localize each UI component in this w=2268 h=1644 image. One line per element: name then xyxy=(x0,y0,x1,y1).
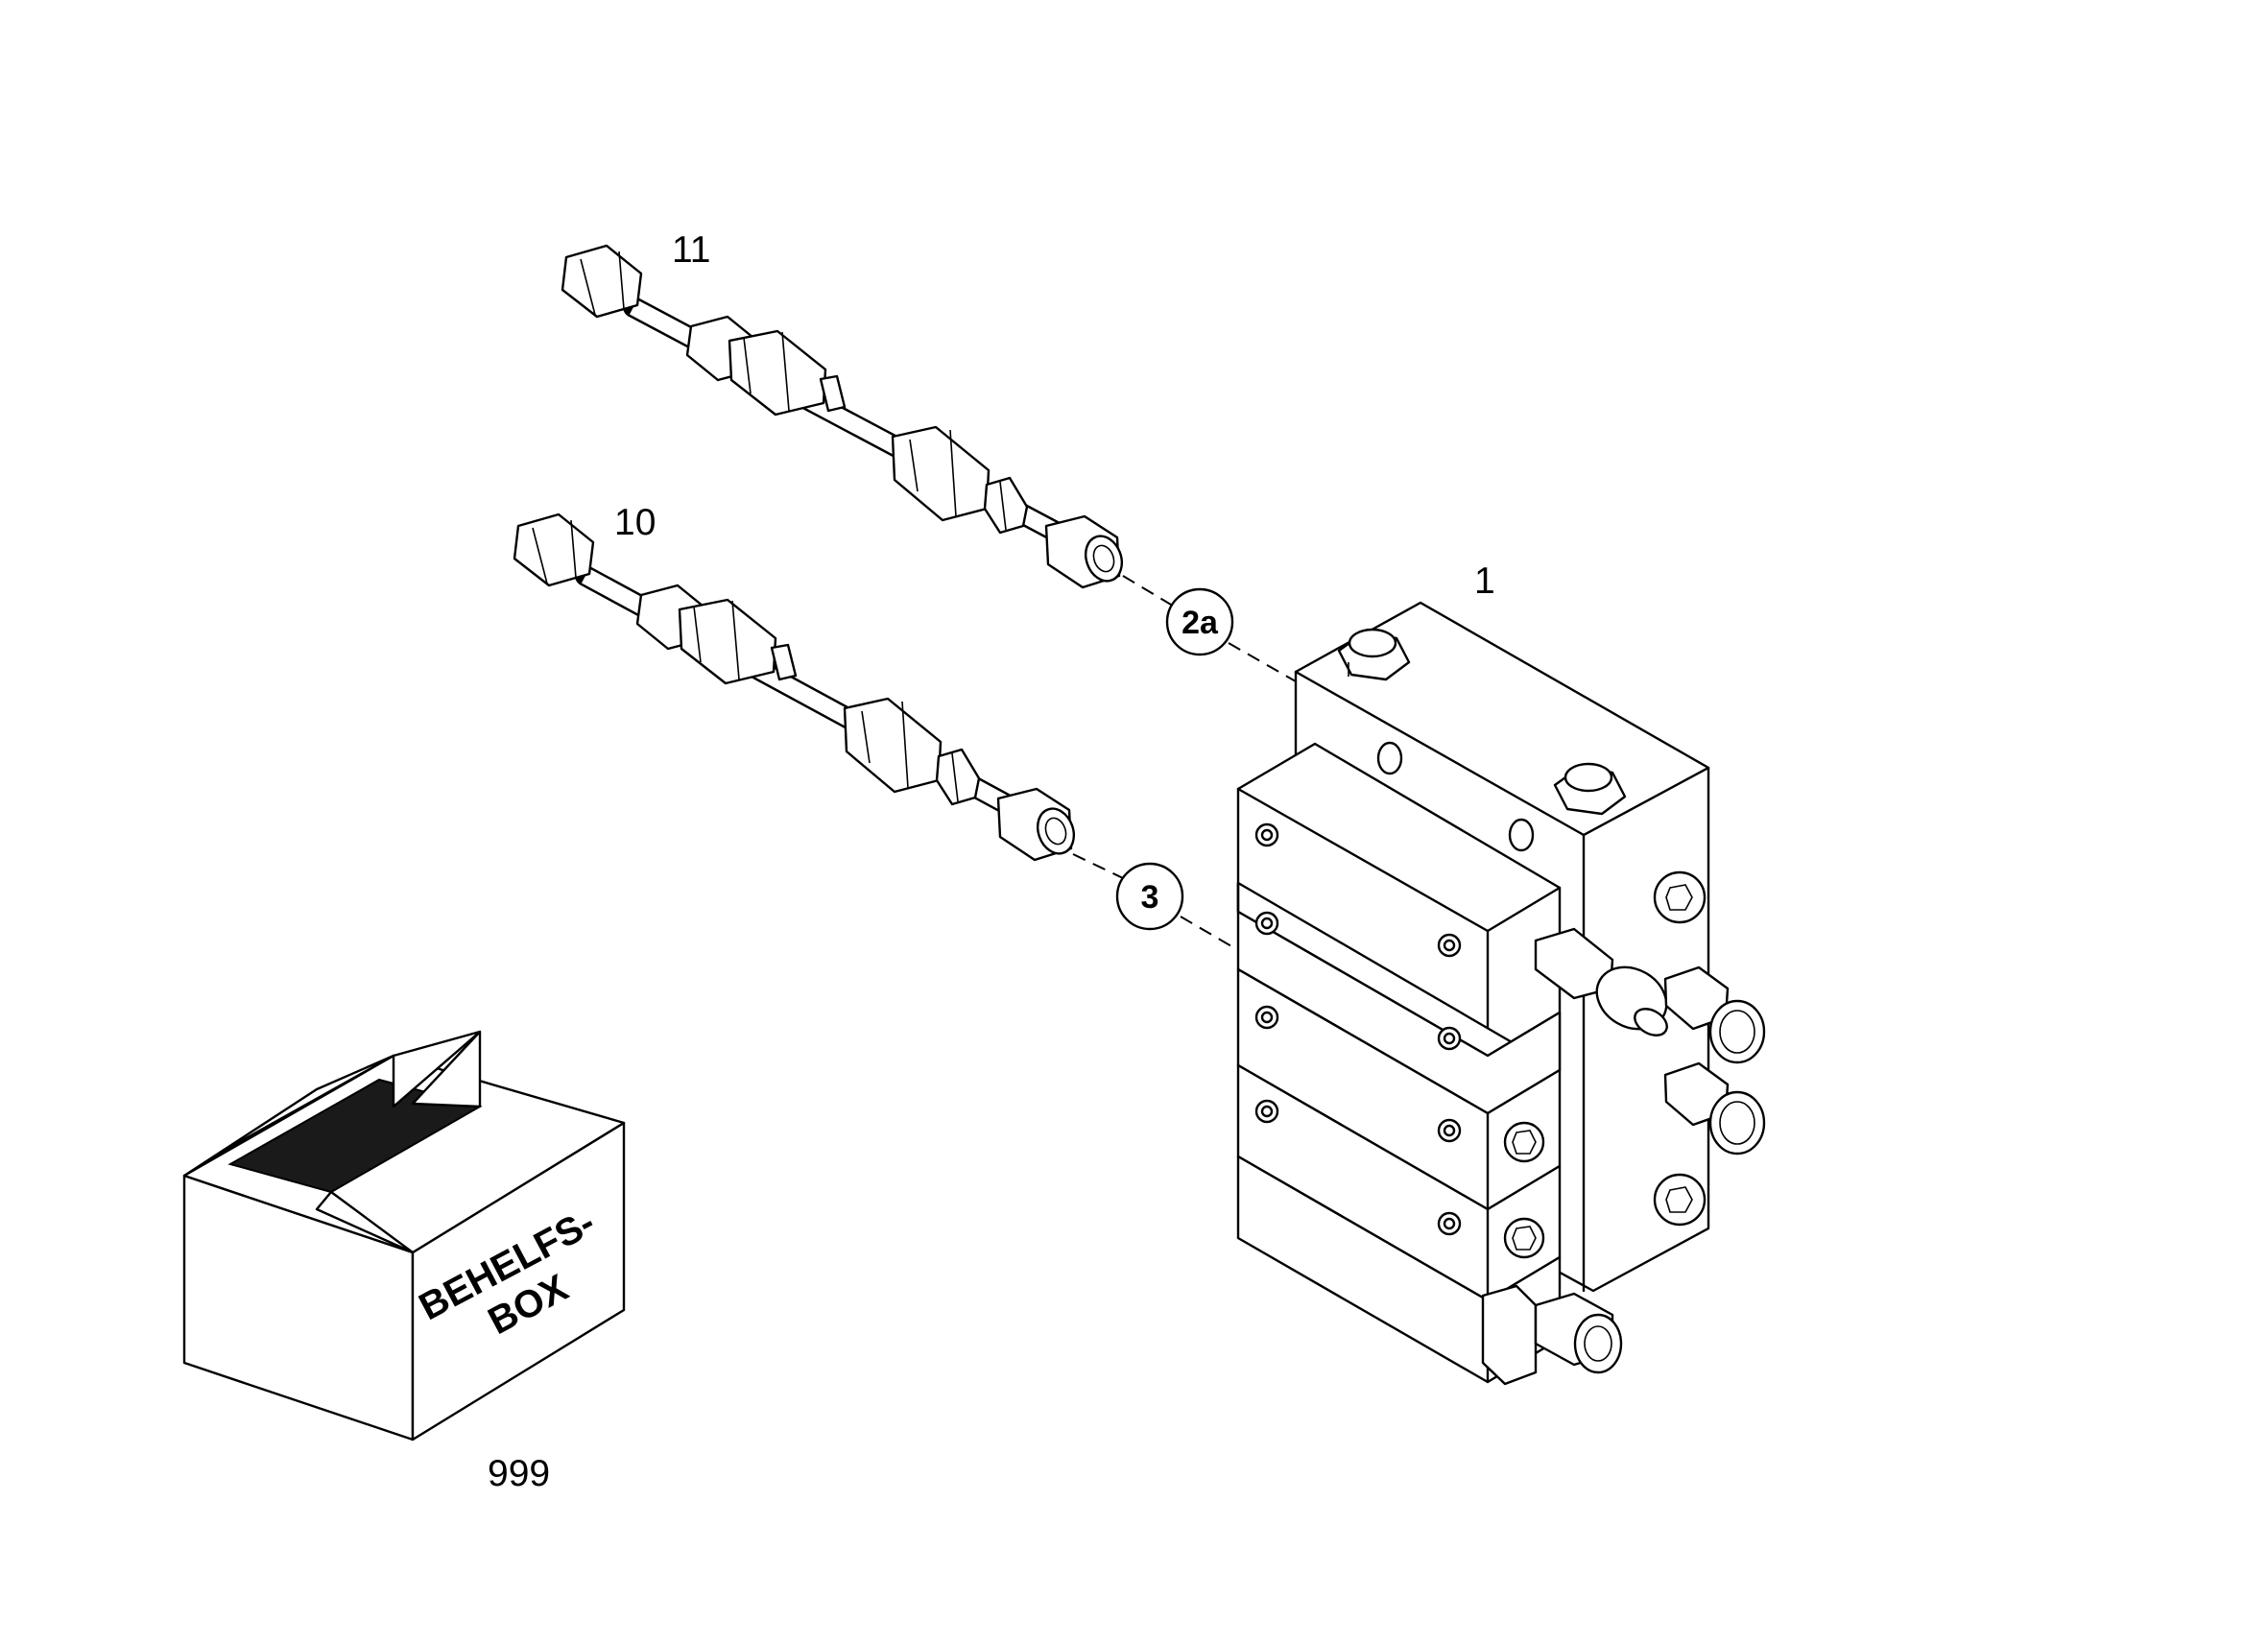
callout-2a-label: 2a xyxy=(1182,605,1219,641)
part-number-10: 10 xyxy=(614,502,656,543)
leader-lines xyxy=(1072,575,1297,951)
callout-3-label: 3 xyxy=(1141,879,1159,916)
top-nut-left xyxy=(1337,628,1411,681)
block-fitting-upper xyxy=(1534,927,1668,1036)
fitting-assembly-10 xyxy=(513,512,1076,862)
top-nut-right xyxy=(1553,762,1627,816)
part-number-11: 11 xyxy=(672,229,711,271)
callout-3: 3 xyxy=(1115,862,1184,931)
callout-2a: 2a xyxy=(1165,587,1234,656)
block-fitting-bottom xyxy=(1481,1284,1623,1386)
block-fitting-right-lower xyxy=(1663,1061,1766,1156)
block-fitting-right-upper xyxy=(1663,965,1766,1064)
part-number-1: 1 xyxy=(1474,560,1495,602)
distributor-block-1 xyxy=(1236,601,1766,1386)
part-number-999: 999 xyxy=(488,1453,550,1494)
fitting-assembly-11 xyxy=(561,244,1124,589)
aux-box-999: BEHELFS- BOX xyxy=(182,1030,626,1441)
